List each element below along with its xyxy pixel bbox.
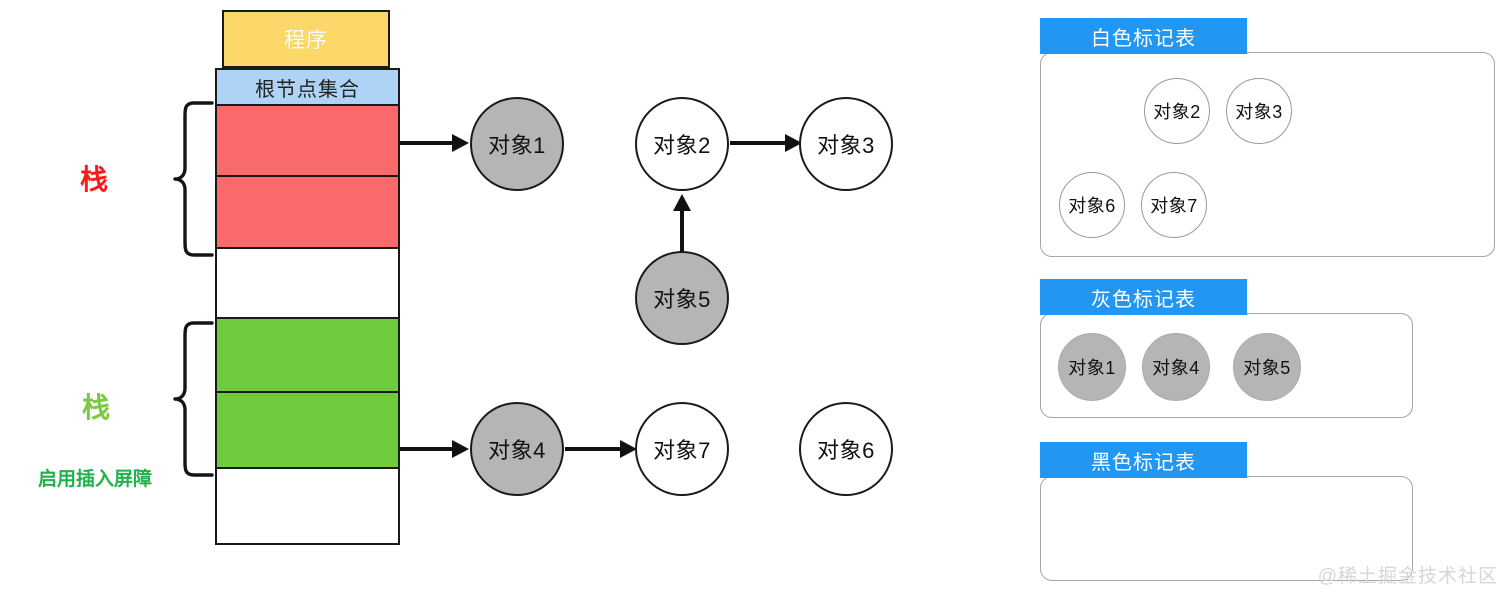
graph-node-label: 对象6 — [817, 438, 875, 463]
stack-segment-green-2 — [217, 393, 398, 469]
mark-chip-label: 对象3 — [1235, 102, 1283, 122]
edge-line-root-to-obj1 — [400, 141, 455, 145]
graph-node-obj2[interactable]: 对象2 — [635, 97, 729, 191]
graph-node-label: 对象2 — [653, 133, 711, 158]
edge-line-obj2-to-obj3 — [730, 141, 788, 145]
mark-chip-obj4[interactable]: 对象4 — [1142, 333, 1210, 401]
stack-segment-red-1 — [217, 106, 398, 177]
insert-barrier-label: 启用插入屏障 — [38, 469, 153, 490]
black-mark-table-body — [1040, 476, 1413, 581]
mark-chip-obj1[interactable]: 对象1 — [1058, 333, 1126, 401]
graph-node-label: 对象7 — [653, 438, 711, 463]
gray-mark-table-header: 灰色标记表 — [1040, 279, 1247, 315]
stack-label-green: 栈 — [82, 392, 112, 423]
white-mark-table-title: 白色标记表 — [1091, 27, 1196, 50]
stack-bracket-green — [172, 318, 216, 480]
program-label: 程序 — [284, 29, 328, 52]
edge-arrowhead-obj4-to-obj7 — [620, 440, 637, 458]
edge-line-obj4-to-obj7 — [565, 447, 623, 451]
root-set-label: 根节点集合 — [255, 78, 360, 101]
program-box: 程序 — [222, 10, 390, 68]
edge-arrowhead-root-to-obj4 — [452, 440, 469, 458]
mark-chip-label: 对象5 — [1243, 358, 1291, 378]
stack-label-red: 栈 — [80, 164, 110, 195]
graph-node-label: 对象1 — [488, 133, 546, 158]
edge-arrowhead-obj2-to-obj3 — [785, 134, 802, 152]
mark-chip-obj7[interactable]: 对象7 — [1141, 172, 1207, 238]
memory-segment-empty-2 — [217, 469, 398, 543]
edge-arrowhead-obj5-to-obj2 — [673, 194, 691, 211]
graph-node-label: 对象4 — [488, 438, 546, 463]
white-mark-table-body: 对象2 对象3 对象6 对象7 — [1040, 52, 1495, 257]
mark-chip-obj5[interactable]: 对象5 — [1233, 333, 1301, 401]
stack-segment-green-1 — [217, 319, 398, 393]
mark-chip-obj6[interactable]: 对象6 — [1059, 172, 1125, 238]
graph-node-obj5[interactable]: 对象5 — [635, 251, 729, 345]
memory-bar: 根节点集合 — [215, 68, 400, 545]
mark-chip-obj3[interactable]: 对象3 — [1226, 78, 1292, 144]
mark-chip-label: 对象4 — [1152, 358, 1200, 378]
mark-chip-label: 对象1 — [1068, 358, 1116, 378]
edge-arrowhead-root-to-obj1 — [452, 134, 469, 152]
mark-chip-label: 对象6 — [1068, 196, 1116, 216]
gray-mark-table-body: 对象1 对象4 对象5 — [1040, 313, 1413, 418]
graph-node-obj6[interactable]: 对象6 — [799, 402, 893, 496]
gray-mark-table-title: 灰色标记表 — [1091, 288, 1196, 311]
edge-line-obj5-to-obj2 — [680, 210, 684, 252]
mark-chip-obj2[interactable]: 对象2 — [1144, 78, 1210, 144]
white-mark-table-header: 白色标记表 — [1040, 18, 1247, 54]
root-set-segment: 根节点集合 — [217, 70, 398, 106]
stack-segment-red-2 — [217, 177, 398, 249]
memory-segment-empty-1 — [217, 249, 398, 319]
edge-line-root-to-obj4 — [400, 447, 455, 451]
graph-node-label: 对象3 — [817, 133, 875, 158]
graph-node-obj1[interactable]: 对象1 — [470, 97, 564, 191]
watermark: @稀土掘金技术社区 — [1317, 566, 1498, 587]
black-mark-table-header: 黑色标记表 — [1040, 442, 1247, 478]
black-mark-table-title: 黑色标记表 — [1091, 451, 1196, 474]
mark-chip-label: 对象7 — [1150, 196, 1198, 216]
graph-node-obj7[interactable]: 对象7 — [635, 402, 729, 496]
stack-bracket-red — [172, 98, 216, 260]
graph-node-obj4[interactable]: 对象4 — [470, 402, 564, 496]
graph-node-obj3[interactable]: 对象3 — [799, 97, 893, 191]
graph-node-label: 对象5 — [653, 287, 711, 312]
mark-chip-label: 对象2 — [1153, 102, 1201, 122]
